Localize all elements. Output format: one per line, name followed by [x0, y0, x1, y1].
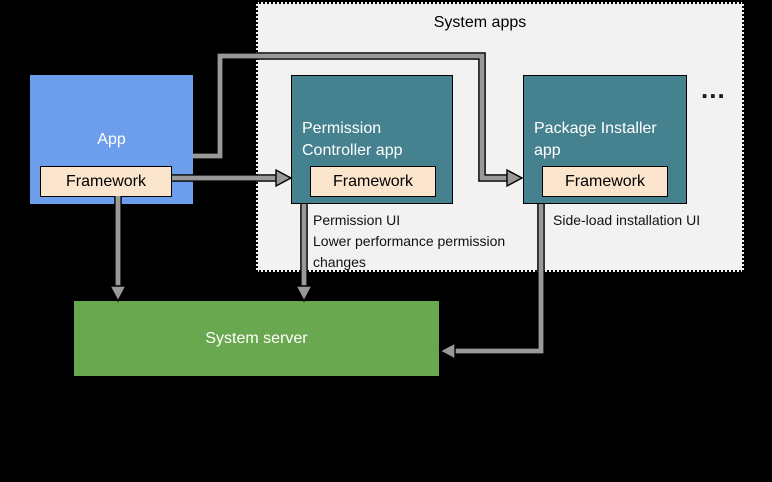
app-framework-label: Framework: [65, 172, 146, 190]
system-apps-title: System apps: [433, 14, 527, 31]
app-framework-box: Framework: [40, 166, 172, 197]
permission-controller-note: Permission UI Lower performance permissi…: [313, 210, 525, 273]
system-server-title: System server: [205, 329, 308, 347]
permission-controller-note-line1: Permission UI: [313, 212, 401, 228]
package-installer-framework-box: Framework: [542, 166, 668, 197]
permission-controller-framework-label: Framework: [332, 172, 413, 190]
arrowhead-icon: [294, 285, 314, 303]
app-box-title: App: [97, 130, 126, 148]
package-installer-framework-label: Framework: [564, 172, 645, 190]
permission-controller-framework-box: Framework: [310, 166, 436, 197]
arrow-app-framework-to-system-server: [108, 196, 128, 303]
package-installer-note-line1: Side-load installation UI: [553, 212, 701, 228]
package-installer-note: Side-load installation UI: [553, 210, 753, 231]
permission-controller-title: Permission Controller app: [302, 119, 403, 159]
permission-controller-note-line2: Lower performance permission changes: [313, 233, 506, 270]
arrowhead-icon: [438, 341, 456, 361]
arrowhead-icon: [108, 285, 128, 303]
package-installer-title: Package Installer app: [534, 119, 657, 159]
more-apps-ellipsis: ...: [701, 74, 726, 104]
system-server-box: System server: [74, 301, 439, 376]
